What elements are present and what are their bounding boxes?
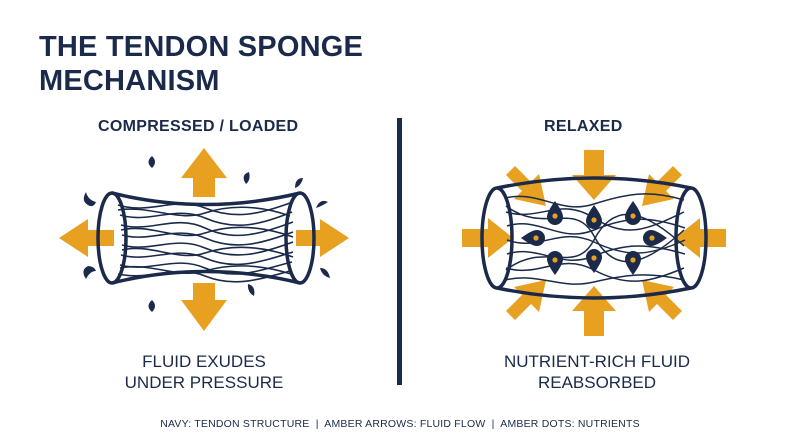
arrow-down — [181, 283, 227, 331]
drop-top-far-right — [295, 178, 303, 188]
nutrient-drop — [586, 205, 602, 229]
nutrient-drop — [625, 201, 641, 225]
nutrient-drops — [521, 201, 667, 275]
arrow-in-left — [462, 218, 513, 258]
relaxed-top-edge — [496, 176, 692, 190]
compressed-fibers — [117, 202, 294, 283]
drop-bottom-mid-left — [148, 300, 155, 312]
drop-top-left — [83, 192, 96, 207]
arrow-in-bottom — [572, 286, 616, 336]
arrow-in-top — [572, 150, 616, 200]
relaxed-caption-line-2: REABSORBED — [537, 373, 657, 392]
nutrient-drop — [547, 201, 563, 225]
compressed-caption: FLUID EXUDES UNDER PRESSURE — [74, 351, 334, 393]
arrow-left — [59, 219, 114, 257]
arrow-right — [296, 219, 349, 257]
relaxed-cylinder — [480, 176, 708, 300]
cylinder-left-end — [96, 191, 128, 285]
cylinder-right-end — [284, 191, 316, 285]
relaxed-bottom-edge — [496, 286, 692, 300]
page-title: THE TENDON SPONGE MECHANISM — [39, 30, 363, 98]
relaxed-heading: RELAXED — [544, 118, 623, 135]
compressed-caption-line-2: UNDER PRESSURE — [124, 373, 284, 392]
drop-bottom-left — [83, 266, 96, 279]
fluid-in-arrows — [462, 150, 726, 336]
center-divider — [397, 118, 402, 385]
cylinder-top-edge — [111, 191, 301, 207]
color-legend: NAVY: TENDON STRUCTURE | AMBER ARROWS: F… — [160, 418, 640, 430]
fluid-drops — [83, 156, 330, 312]
nutrient-drop — [643, 230, 667, 246]
relaxed-fibers — [504, 193, 686, 285]
drop-top-right-1 — [243, 172, 250, 184]
relaxed-caption-line-1: NUTRIENT-RICH FLUID — [503, 352, 691, 371]
relaxed-caption: NUTRIENT-RICH FLUID REABSORBED — [467, 351, 727, 393]
fluid-out-arrows — [59, 148, 349, 331]
arrow-in-top-right — [642, 166, 682, 206]
relaxed-right-end — [674, 186, 708, 290]
drop-top-right-2 — [316, 200, 328, 208]
compressed-caption-line-1: FLUID EXUDES — [142, 352, 266, 371]
drop-top-mid-left — [148, 156, 155, 168]
arrow-up — [181, 148, 227, 197]
nutrient-drop — [521, 230, 545, 246]
arrow-in-top-left — [506, 166, 546, 206]
arrow-in-bottom-left — [506, 280, 546, 320]
title-line-1: THE TENDON SPONGE — [39, 31, 364, 63]
compressed-heading: COMPRESSED / LOADED — [98, 118, 299, 135]
nutrient-drop — [547, 251, 563, 275]
arrow-in-bottom-right — [642, 280, 682, 320]
drop-bottom-right-2 — [320, 268, 330, 278]
relaxed-left-end — [480, 186, 514, 290]
nutrient-drop — [586, 249, 602, 273]
arrow-in-right — [675, 218, 726, 258]
nutrient-drop — [625, 251, 641, 275]
drop-bottom-right-1 — [247, 284, 255, 296]
title-line-2: MECHANISM — [39, 65, 220, 97]
